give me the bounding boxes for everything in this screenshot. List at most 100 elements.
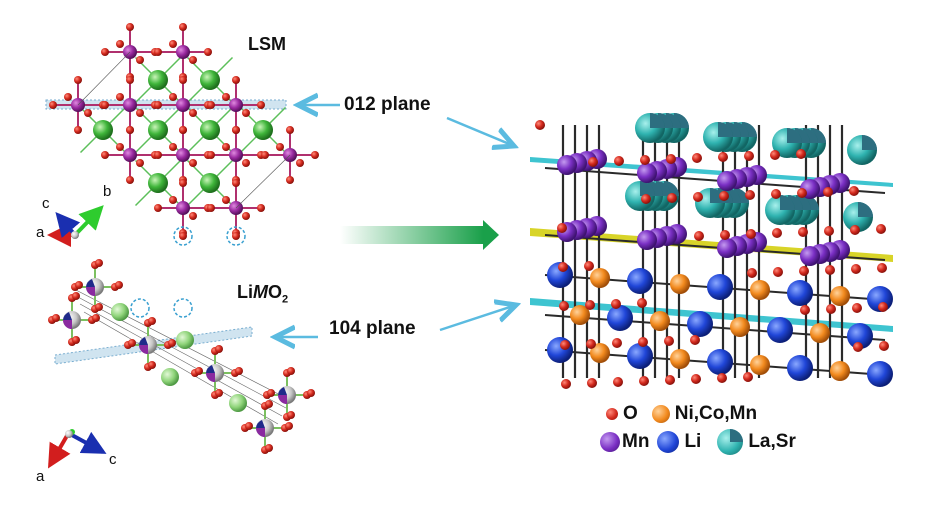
oxygen-atom xyxy=(267,389,275,397)
oxygen-atom xyxy=(232,126,240,134)
oxygen-atom xyxy=(95,303,103,311)
ni-co-mn-atom xyxy=(570,305,590,325)
oxygen-atom xyxy=(207,101,215,109)
li-atom xyxy=(847,323,873,349)
oxygen-atom xyxy=(101,48,109,56)
oxygen-atom xyxy=(116,143,124,151)
mn-atom xyxy=(717,171,737,191)
mn-atom xyxy=(176,98,190,112)
oxygen-atom xyxy=(798,227,808,237)
oxygen-atom xyxy=(235,367,243,375)
oxygen-atom xyxy=(561,379,571,389)
oxygen-atom xyxy=(771,189,781,199)
oxygen-atom xyxy=(64,93,72,101)
axis-b-arrow xyxy=(73,205,104,237)
la-sr-atom xyxy=(148,70,168,90)
oxygen-atom xyxy=(584,261,594,271)
ni-co-mn-atom xyxy=(590,268,610,288)
mn-atom xyxy=(800,246,820,266)
highlight-circle xyxy=(130,298,150,318)
mixed-site-segment xyxy=(278,395,287,404)
ni-co-mn-atom xyxy=(670,274,690,294)
oxygen-atom xyxy=(265,444,273,452)
oxygen-atom xyxy=(637,298,647,308)
lsm-axis-triad xyxy=(47,205,104,247)
mixed-site-segment xyxy=(86,287,95,296)
oxygen-atom xyxy=(207,151,215,159)
ni-co-mn-atom xyxy=(830,361,850,381)
oxygen-atom xyxy=(799,266,809,276)
oxygen-atom xyxy=(126,176,134,184)
oxygen-atom xyxy=(75,281,83,289)
legend-item-li: Li xyxy=(657,431,701,453)
oxygen-atom xyxy=(691,374,701,384)
limo2-title-metal: M xyxy=(253,282,268,302)
oxygen-atom xyxy=(179,179,187,187)
oxygen-atom xyxy=(154,101,162,109)
lsm-axis-c-label: c xyxy=(42,195,50,212)
oxygen-atom xyxy=(588,157,598,167)
oxygen-atom xyxy=(311,151,319,159)
oxygen-atom xyxy=(154,48,162,56)
oxygen-atom xyxy=(136,109,144,117)
axis-origin xyxy=(71,231,79,239)
oxygen-atom xyxy=(560,340,570,350)
oxygen-atom xyxy=(641,194,651,204)
highlight-circle xyxy=(173,226,193,246)
oxygen-atom xyxy=(128,339,136,347)
oxygen-atom xyxy=(877,263,887,273)
oxygen-atom xyxy=(92,314,100,322)
mixed-site-segment xyxy=(206,373,215,382)
oxygen-atom xyxy=(692,153,702,163)
li-atom xyxy=(707,349,733,375)
oxygen-atom xyxy=(126,76,134,84)
unit-cell-edge xyxy=(235,154,291,209)
oxygen-atom xyxy=(116,93,124,101)
oxygen-atom xyxy=(126,126,134,134)
oxygen-atom xyxy=(797,188,807,198)
oxygen-atom xyxy=(693,192,703,202)
oxygen-atom xyxy=(148,361,156,369)
oxygen-atom xyxy=(189,212,197,220)
legend-label: Mn xyxy=(622,431,650,452)
oxygen-atom xyxy=(215,389,223,397)
oxygen-atom xyxy=(148,317,156,325)
li-atom xyxy=(687,311,713,337)
lsm-title: LSM xyxy=(248,34,286,54)
oxygen-atom xyxy=(557,223,567,233)
li-atom xyxy=(229,394,247,412)
oxygen-atom xyxy=(169,93,177,101)
oxygen-atom xyxy=(667,193,677,203)
oxygen-atom xyxy=(640,155,650,165)
oxygen-atom xyxy=(222,143,230,151)
oxygen-atom xyxy=(666,154,676,164)
oxygen-atom xyxy=(232,179,240,187)
oxygen-atom xyxy=(718,152,728,162)
mixed-site-segment xyxy=(63,320,72,329)
li-atom xyxy=(707,274,733,300)
oxygen-atom xyxy=(287,411,295,419)
mixed-site-segment xyxy=(63,312,72,320)
legend-item-ni-co-mn: Ni,Co,Mn xyxy=(651,403,757,425)
li-atom xyxy=(787,355,813,381)
oxygen-atom xyxy=(611,299,621,309)
legend-label: La,Sr xyxy=(748,431,796,452)
limo2-crystal-structure xyxy=(48,259,315,454)
oxygen-atom xyxy=(878,302,888,312)
purple-sphere-icon xyxy=(600,432,620,452)
oxygen-atom xyxy=(257,204,265,212)
oxygen-atom xyxy=(215,345,223,353)
oxygen-atom xyxy=(169,196,177,204)
mn-atom xyxy=(123,98,137,112)
oxygen-atom xyxy=(825,265,835,275)
la-sr-atom xyxy=(253,120,273,140)
oxygen-atom xyxy=(558,262,568,272)
la-sr-segment xyxy=(718,122,733,137)
ni-co-mn-atom xyxy=(750,355,770,375)
oxygen-atom xyxy=(850,225,860,235)
mn-atom xyxy=(176,148,190,162)
legend-label: O xyxy=(623,403,638,424)
small-red-sphere-icon xyxy=(606,408,618,420)
axis-a-arrow xyxy=(47,432,71,469)
